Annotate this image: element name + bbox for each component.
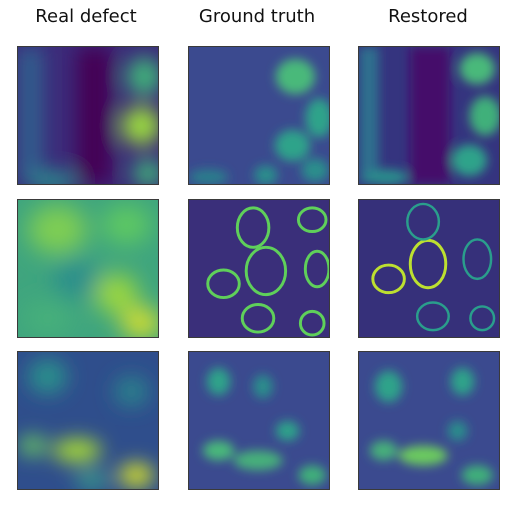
panel-image	[359, 200, 499, 337]
panel-real-defect-row1	[17, 46, 159, 185]
panel-image	[189, 200, 329, 337]
panel-restored-row2	[358, 199, 500, 338]
panel-image	[189, 47, 329, 184]
panel-ground-truth-row1	[188, 46, 330, 185]
panel-image	[359, 47, 499, 184]
panel-ground-truth-row3	[188, 351, 330, 490]
panel-image	[18, 352, 158, 489]
panel-restored-row3	[358, 351, 500, 490]
column-title-restored: Restored	[388, 6, 468, 27]
panel-image	[359, 352, 499, 489]
panel-ground-truth-row2	[188, 199, 330, 338]
panel-image	[18, 47, 158, 184]
panel-image	[189, 352, 329, 489]
panel-image	[18, 200, 158, 337]
column-title-ground-truth: Ground truth	[198, 6, 316, 27]
panel-restored-row1	[358, 46, 500, 185]
panel-real-defect-row2	[17, 199, 159, 338]
column-title-real-defect: Real defect	[35, 6, 137, 27]
panel-real-defect-row3	[17, 351, 159, 490]
